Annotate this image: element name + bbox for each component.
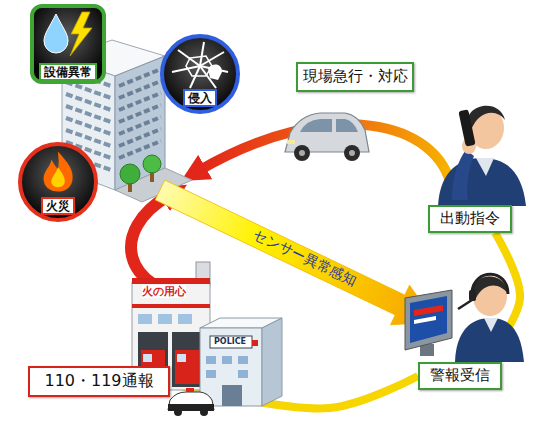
badge-outline — [20, 144, 96, 220]
fire-station — [143, 354, 152, 362]
badge-icon — [200, 52, 224, 66]
alert-badge: 設備異常 — [30, 4, 106, 84]
operator — [472, 274, 508, 294]
monitor — [414, 305, 443, 316]
patrol-car — [300, 119, 332, 132]
fire-station — [172, 332, 202, 387]
fire-station — [132, 304, 210, 308]
operator — [469, 290, 476, 301]
police-station — [200, 318, 282, 406]
arrow-caption: センサー異常感知 — [251, 226, 359, 290]
dispatcher — [458, 109, 475, 146]
badge-label: 設備異常 — [39, 63, 97, 81]
badge-icon — [208, 65, 222, 80]
fire-station — [178, 314, 192, 324]
dispatcher — [438, 106, 526, 206]
dispatcher — [452, 150, 474, 200]
badge-icon — [44, 12, 92, 56]
sensor-arrow — [155, 180, 436, 325]
badge-icon — [70, 12, 92, 56]
operator — [484, 318, 498, 332]
police-station — [222, 385, 242, 406]
police-station — [252, 340, 258, 346]
police-station — [238, 370, 248, 378]
process-box: 出動指令 — [428, 205, 512, 233]
box-label: 110・119通報 — [41, 372, 156, 390]
box-label: 出動指令 — [437, 210, 503, 227]
office-building — [115, 56, 165, 190]
badge-icon — [51, 168, 65, 188]
operator — [455, 274, 524, 362]
patrol-car — [285, 113, 369, 152]
fire-station — [132, 278, 210, 284]
patrol-car — [299, 150, 305, 156]
police-station — [222, 356, 232, 364]
office-building — [119, 69, 161, 158]
box-label: 警報受信 — [427, 367, 493, 384]
patrol-car — [186, 388, 194, 392]
dispatcher — [476, 158, 494, 176]
station-sign: 火の用心 — [142, 285, 186, 298]
fire-station — [177, 354, 186, 362]
police-station — [210, 336, 252, 348]
fire-station — [158, 314, 172, 324]
patrol-car — [200, 408, 208, 416]
badge-icon — [190, 66, 200, 88]
process-box: 警報受信 — [418, 362, 502, 390]
badge-icon — [172, 42, 228, 88]
alert-badge: 火災 — [18, 142, 98, 222]
tree — [120, 164, 140, 184]
patrol-car — [287, 140, 295, 144]
operator — [458, 300, 472, 309]
police-station — [206, 356, 216, 364]
badge-label: 火災 — [41, 197, 75, 215]
badge-icon — [186, 56, 212, 76]
operator — [455, 318, 524, 362]
patrol-car — [174, 408, 182, 416]
patrol-car — [336, 119, 358, 132]
connector-layer — [170, 233, 520, 408]
police-station — [206, 370, 216, 378]
operator — [473, 276, 507, 316]
badge-icon — [44, 14, 68, 53]
badge-icon — [44, 152, 73, 192]
monitor — [405, 290, 452, 350]
tree — [143, 155, 161, 173]
process-box: 110・119通報 — [28, 366, 170, 397]
monitor — [414, 316, 436, 324]
monitor — [405, 290, 452, 356]
fire-station — [138, 314, 152, 324]
badge-icon — [44, 152, 73, 192]
tree — [120, 155, 161, 192]
police-station — [238, 356, 248, 364]
process-box: 現場急行・対応 — [296, 62, 414, 92]
patrol-car — [168, 392, 214, 410]
monitor — [410, 296, 447, 343]
police-station — [200, 328, 262, 406]
patrol-car — [294, 145, 310, 161]
badge-icon — [178, 50, 200, 66]
patrol-car — [349, 150, 355, 156]
dispatcher — [467, 106, 505, 130]
dispatcher — [438, 158, 526, 206]
patrol-car — [344, 145, 360, 161]
sensor-arrow — [155, 180, 436, 325]
badge-icon — [44, 152, 73, 192]
patrol-car — [285, 113, 369, 161]
badge-outline — [32, 6, 104, 82]
badge-label: 侵入 — [183, 89, 217, 107]
patrol-car — [168, 388, 214, 416]
badge-outline — [162, 36, 238, 112]
police-sign: POLICE — [214, 337, 246, 347]
alert-badge: 侵入 — [160, 34, 240, 114]
box-label: 現場急行・対応 — [300, 68, 411, 85]
police-station — [262, 318, 282, 406]
fire-station — [175, 350, 199, 384]
badge-icon — [200, 42, 204, 66]
